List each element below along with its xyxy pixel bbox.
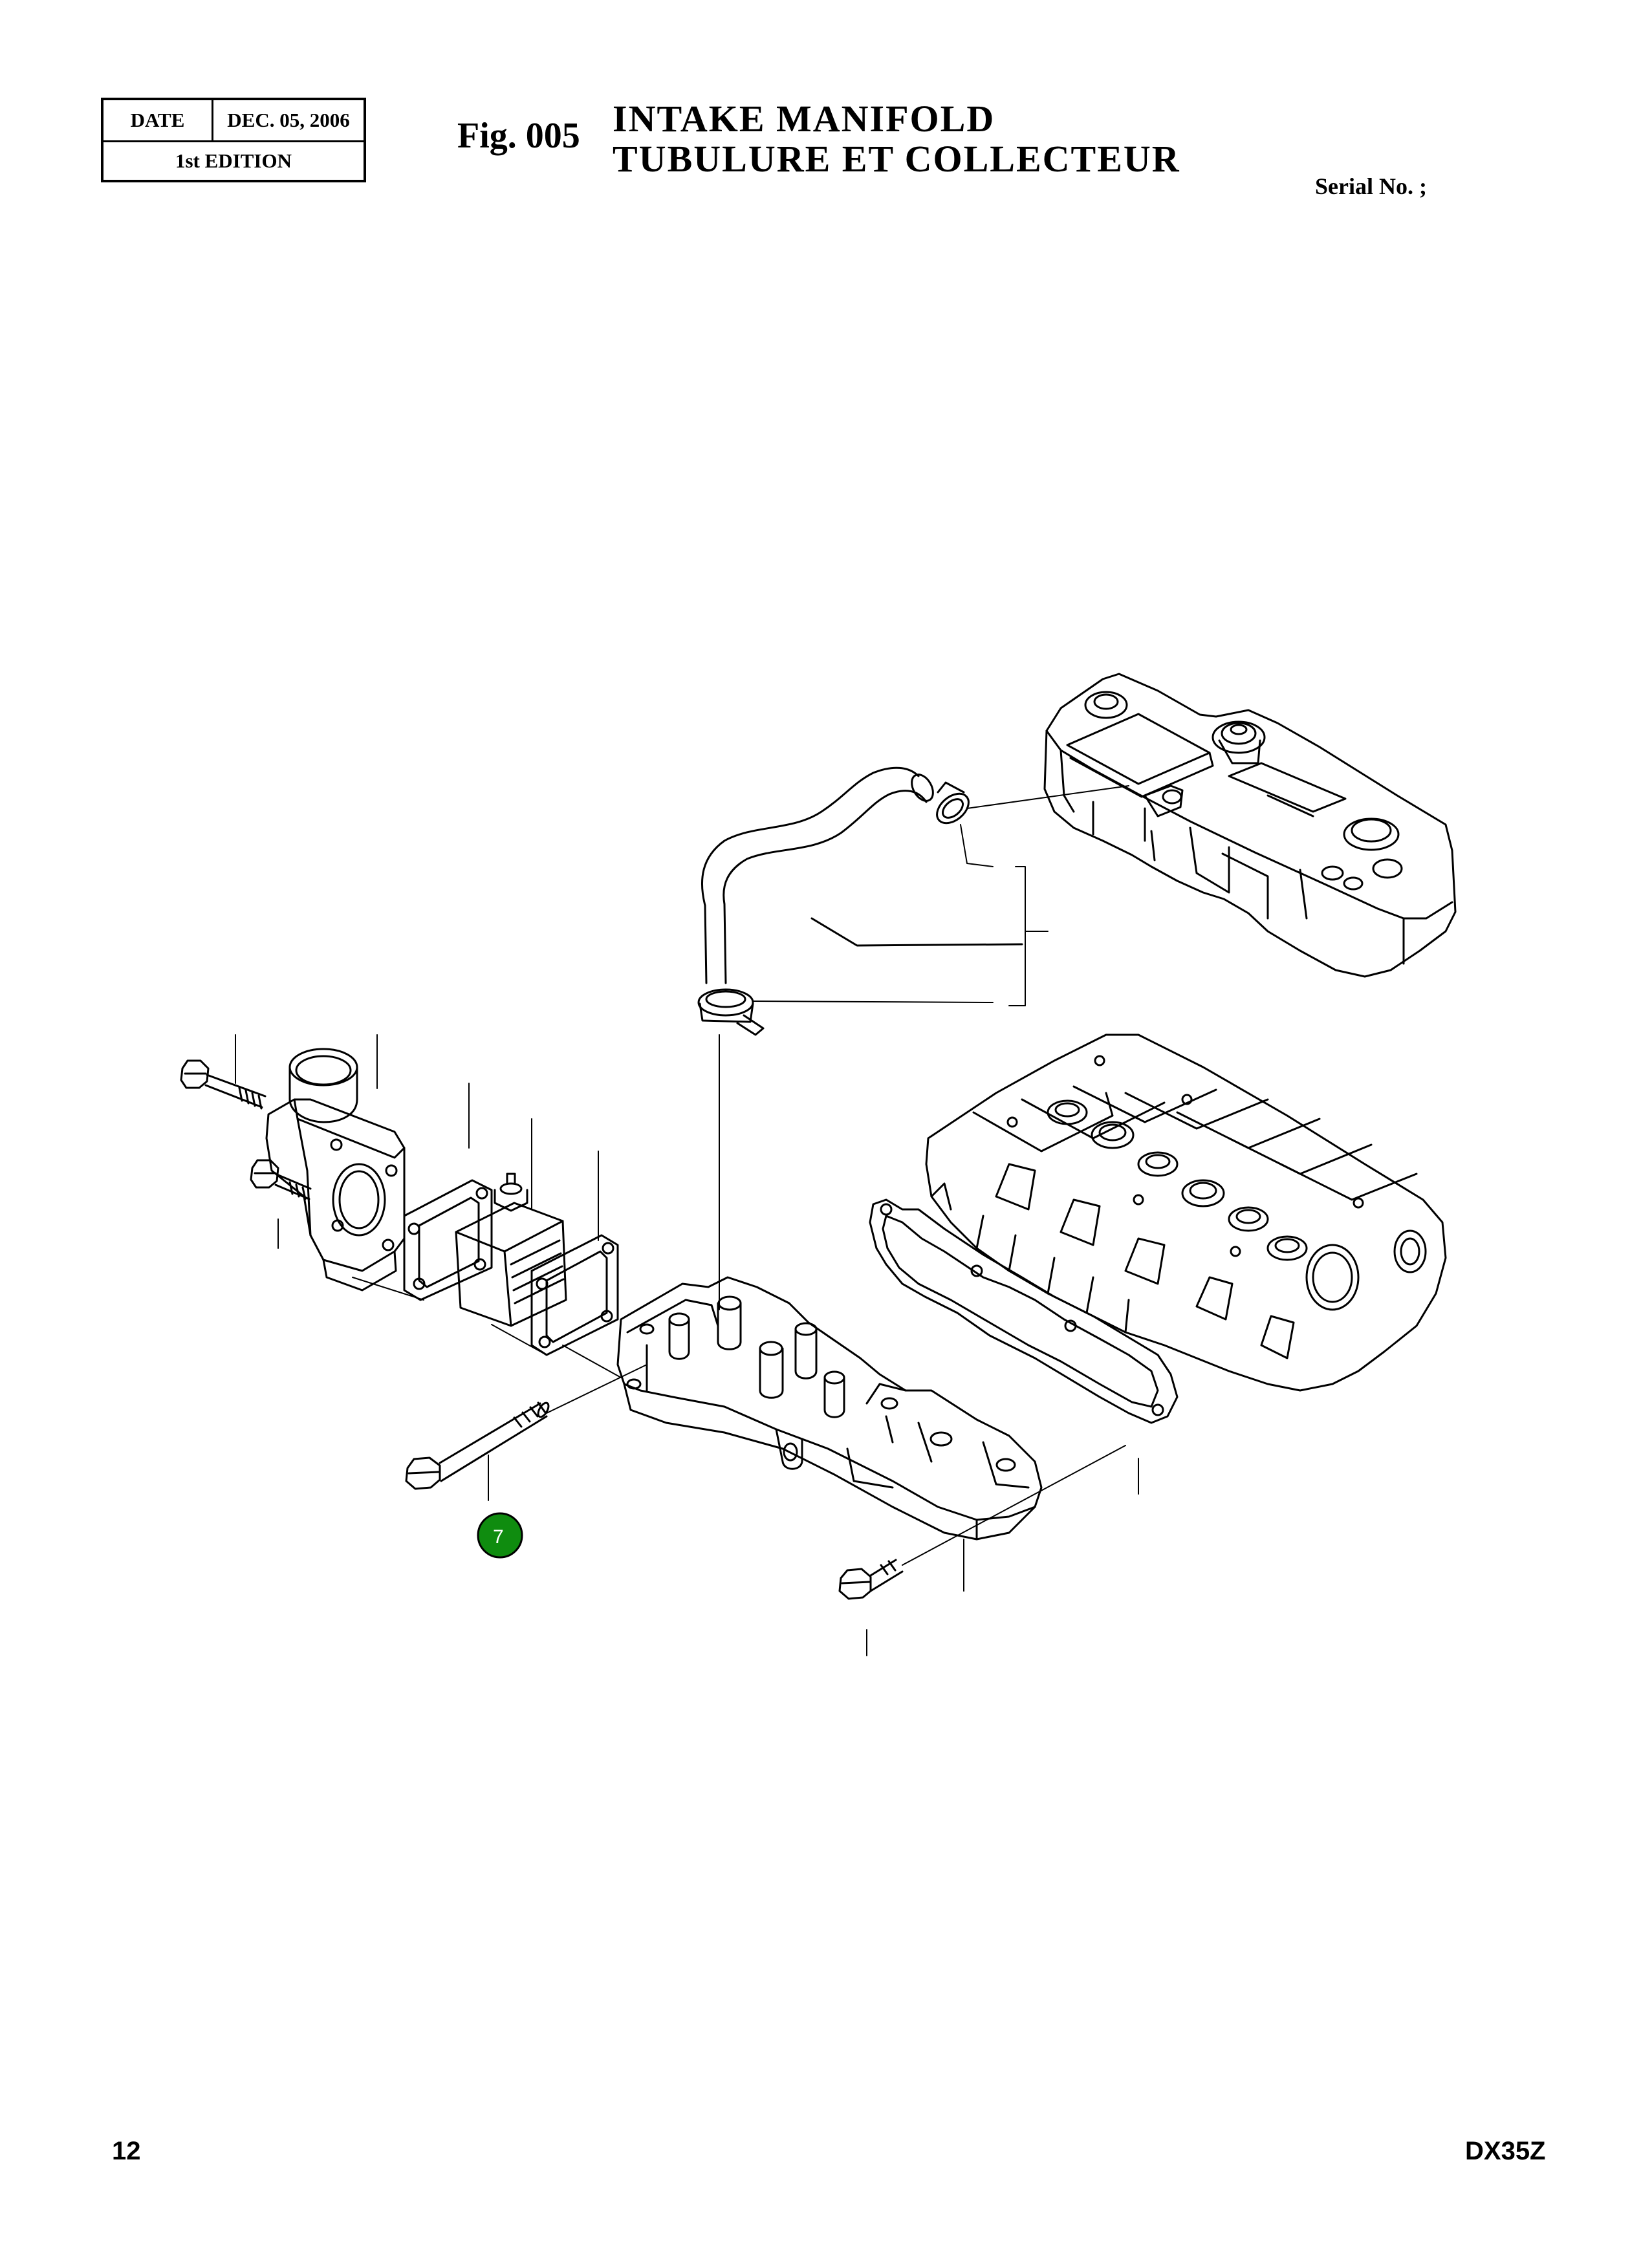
date-value: DEC. 05, 2006 (227, 109, 350, 131)
date-edition-box: DATE DEC. 05, 2006 1st EDITION (101, 98, 366, 182)
callout-7-label: 7 (493, 1526, 504, 1548)
edition-label: 1st EDITION (175, 149, 292, 172)
callout-7[interactable]: 7 (477, 1512, 523, 1559)
serial-number-label: Serial No. ; (1315, 173, 1427, 199)
intake-manifold (616, 1276, 1043, 1541)
intake-heater (455, 1173, 567, 1327)
date-label: DATE (103, 100, 213, 140)
date-row: DATE DEC. 05, 2006 (103, 100, 364, 142)
breather-hose (701, 766, 1023, 984)
hose-clamp-upper (936, 781, 970, 825)
hose-clamp-lower (697, 988, 765, 1036)
page-number: 12 (112, 2137, 141, 2165)
bolt-lower-left (250, 1159, 312, 1200)
gasket-a (403, 1179, 493, 1301)
gasket-b (530, 1234, 619, 1356)
bolt-upper-left (180, 1059, 266, 1110)
title-english: INTAKE MANIFOLD (613, 98, 995, 140)
cylinder-head (925, 1033, 1447, 1392)
assembly-leaders (352, 1277, 1126, 1566)
title-french: TUBULURE ET COLLECTEUR (613, 138, 1180, 180)
long-bolt (405, 1401, 550, 1490)
leader-lines (235, 785, 1139, 1656)
model-code: DX35Z (1465, 2137, 1546, 2165)
intake-elbow (265, 1048, 406, 1292)
manifold-gasket (869, 1198, 1179, 1424)
bolt-lower-right (838, 1559, 904, 1600)
figure-number: Fig. 005 (457, 116, 580, 156)
rocker-cover (1043, 673, 1457, 978)
